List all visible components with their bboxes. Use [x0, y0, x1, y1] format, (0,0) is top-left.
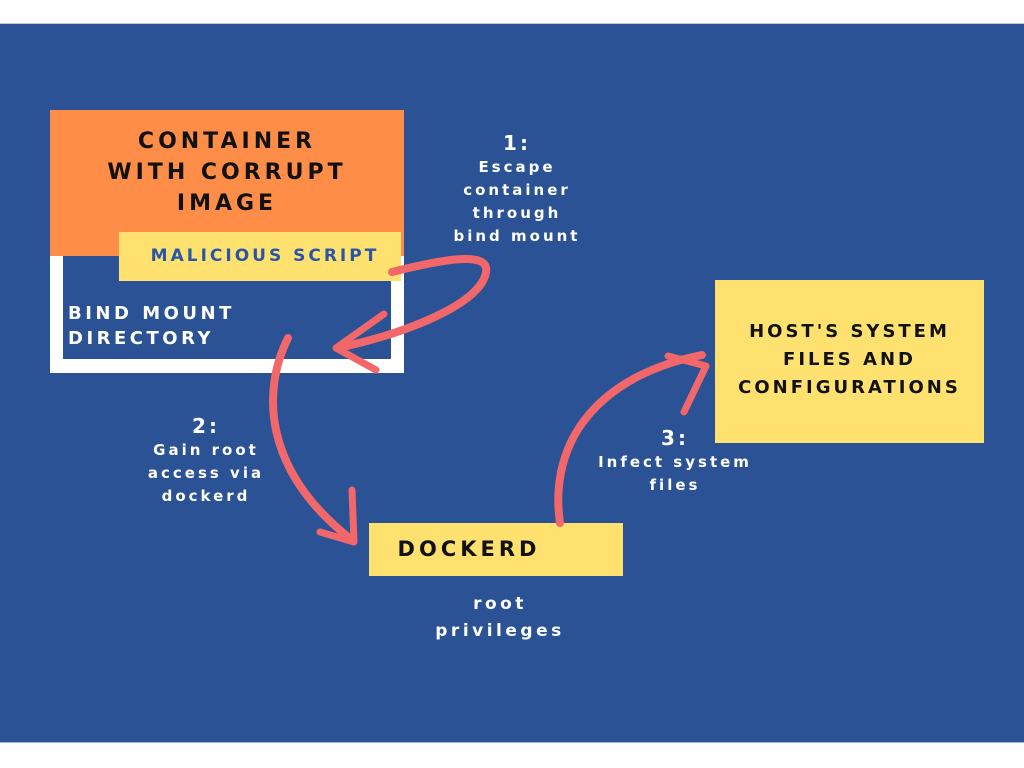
step-text-line: files: [649, 476, 701, 494]
host-label-line: CONFIGURATIONS: [738, 377, 961, 398]
step-text-line: Infect system: [598, 453, 752, 471]
host-system-files-box: [715, 280, 984, 443]
dockerd-label: DOCKERD: [397, 537, 541, 561]
dockerd-privileges-note: root privileges: [400, 591, 600, 645]
step-3-label: 3: Infect system files: [580, 425, 770, 497]
dockerd-note-line: root: [473, 594, 527, 614]
host-label-line: HOST'S SYSTEM: [749, 321, 950, 342]
bind-mount-label: BIND MOUNT DIRECTORY: [68, 301, 235, 351]
step-text-line: Gain root: [153, 441, 259, 459]
step-text-line: through: [472, 204, 562, 222]
container-title-line: CONTAINER: [137, 129, 317, 154]
container-title-line: IMAGE: [176, 191, 278, 216]
step-text-line: Escape: [478, 158, 556, 176]
step-text-line: container: [463, 181, 571, 199]
host-system-files-label: HOST'S SYSTEM FILES AND CONFIGURATIONS: [715, 318, 984, 402]
container-title: CONTAINER WITH CORRUPT IMAGE: [50, 126, 404, 219]
step-number: 1:: [503, 131, 531, 155]
step-text-line: bind mount: [453, 227, 581, 245]
step-2-label: 2: Gain root access via dockerd: [136, 413, 276, 508]
step-text-line: access via: [147, 464, 265, 482]
bind-mount-label-line: DIRECTORY: [68, 328, 214, 349]
step-1-label: 1: Escape container through bind mount: [432, 130, 602, 248]
step-number: 2:: [192, 414, 220, 438]
step-text-line: dockerd: [161, 487, 251, 505]
container-title-line: WITH CORRUPT: [107, 160, 347, 185]
malicious-script-label: MALICIOUS SCRIPT: [150, 246, 380, 266]
dockerd-box: [369, 523, 623, 576]
step-number: 3:: [661, 426, 689, 450]
container-box: [50, 110, 404, 256]
dockerd-note-line: privileges: [435, 621, 565, 641]
bind-mount-label-line: BIND MOUNT: [68, 303, 235, 324]
host-label-line: FILES AND: [783, 349, 916, 370]
